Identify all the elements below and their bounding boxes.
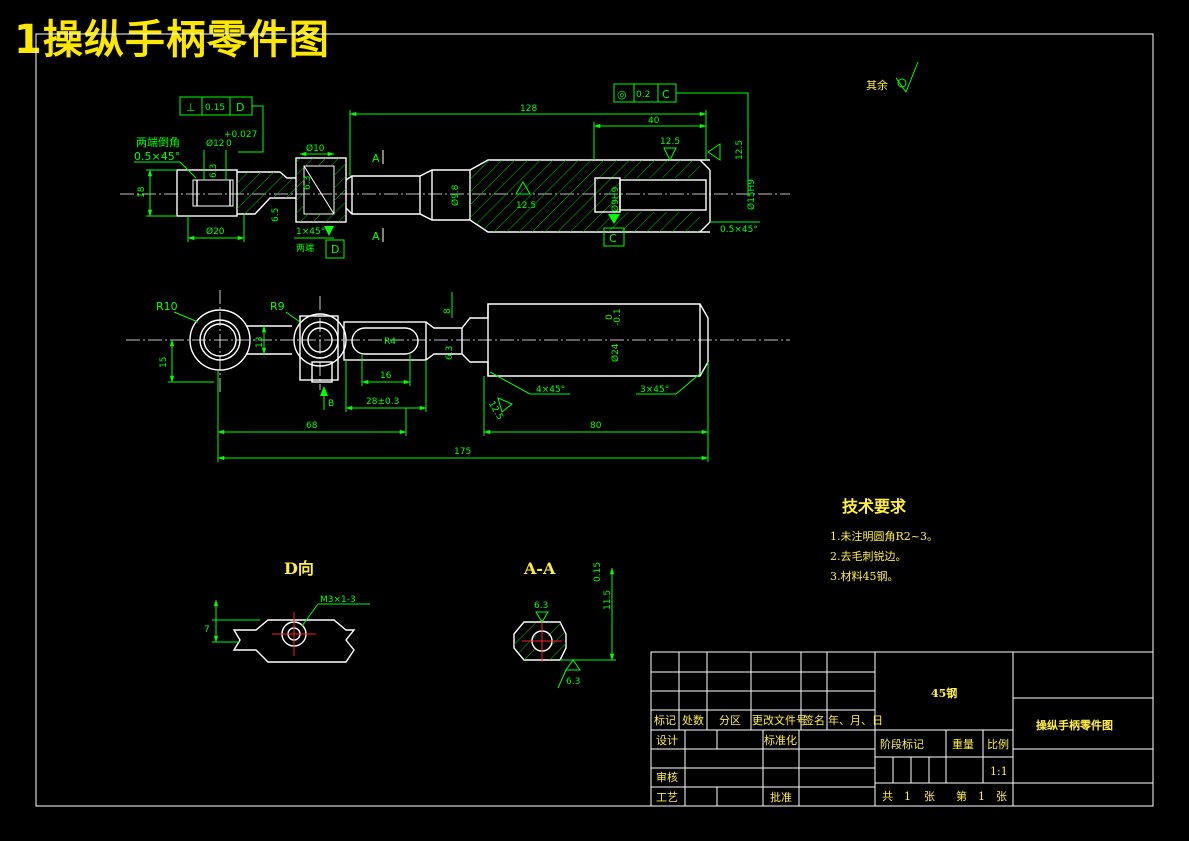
- design-label: 设计: [656, 734, 678, 747]
- dim-11-5: 11.5: [603, 590, 613, 610]
- thread-label: M3×1-3: [320, 595, 356, 605]
- hdr-mark: 标记: [654, 713, 676, 727]
- hdr-count: 处数: [682, 714, 704, 727]
- title-block: 45钢 操纵手柄零件图 标记 处数 分区 更改文件号 签名 年、月、日 设计 标…: [650, 651, 1154, 807]
- dia-12-tol-low: 0: [226, 139, 232, 149]
- radius-r10: R10: [156, 300, 178, 313]
- front-view-dimensions: ⊥ 0.15 D 两端倒角 0.5×45° Ø12 +0.027 0 18 6.…: [134, 83, 760, 259]
- both-ends-note: 两端: [296, 242, 314, 254]
- other-roughness-note: 其余: [866, 61, 919, 94]
- dim-175: 175: [454, 447, 471, 457]
- sheets-unit: 张: [924, 790, 935, 803]
- conc-datum: C: [662, 88, 670, 101]
- chamfer-value-left: 0.5×45°: [134, 150, 180, 163]
- section-mark-a-bottom: A: [372, 230, 380, 243]
- hdr-date: 年、月、日: [828, 713, 883, 727]
- dim-80: 80: [590, 421, 602, 431]
- standardization-label: 标准化: [764, 733, 797, 747]
- other-roughness-label: 其余: [866, 78, 888, 92]
- tol-lower: -0.1: [613, 308, 623, 326]
- top-view-dimensions: R10 R9 R4 15 13 16 28±0.3 68 80 175: [156, 292, 709, 462]
- review-label: 审核: [656, 770, 678, 784]
- perp-value: 0.15: [205, 103, 225, 113]
- conc-value: 0.2: [636, 90, 650, 100]
- dim-18: 18: [137, 186, 147, 198]
- dim-6-5: 6.5: [271, 208, 281, 222]
- conc-symbol: ◎: [617, 88, 627, 101]
- view-d: D向 M3×1-3 7: [204, 559, 370, 663]
- rough-12-5-b: 12.5: [516, 201, 536, 211]
- sheet-no: 1: [978, 790, 985, 803]
- tech-item-2: 2.去毛刺锐边。: [830, 549, 907, 563]
- sheet-no-pre: 第: [956, 789, 967, 803]
- dia-20: Ø20: [206, 226, 225, 237]
- sheet-unit2: 张: [996, 790, 1007, 803]
- process-label: 工艺: [656, 791, 678, 804]
- dia-9-8: Ø9.8: [450, 184, 461, 206]
- hdr-sign: 签名: [803, 713, 825, 727]
- tech-requirements: 技术要求 1.未注明圆角R2~3。 2.去毛刺锐边。 3.材料45钢。: [830, 497, 938, 583]
- tech-item-3: 3.材料45钢。: [830, 569, 899, 583]
- dim-7: 7: [204, 625, 210, 635]
- top-view: [126, 290, 790, 392]
- dia-10: Ø10: [306, 143, 325, 154]
- arrow-b: B: [328, 399, 334, 409]
- section-mark-a-top: A: [372, 152, 380, 165]
- aa-rough-bottom: 6.3: [566, 677, 580, 687]
- dia-24: Ø24: [610, 343, 621, 362]
- tech-heading: 技术要求: [842, 497, 907, 516]
- rough-12-5-c: 12.5: [735, 140, 745, 160]
- dim-6-3b: 6.3: [303, 176, 313, 190]
- view-a-a: A-A 6.3 6.3 11.5 0.15: [513, 559, 616, 689]
- dim-68: 68: [306, 421, 318, 431]
- stage-mark-label: 阶段标记: [880, 737, 924, 751]
- chamfer-4x45: 4×45°: [536, 385, 565, 395]
- tol-upper: 0: [605, 314, 615, 320]
- view-aa-label: A-A: [523, 559, 556, 578]
- drawing-border: [35, 33, 1154, 807]
- rough-12-5-a: 12.5: [660, 137, 680, 147]
- rough-6-3-top: 6.3: [445, 346, 455, 360]
- perp-symbol: ⊥: [186, 101, 196, 114]
- page-title: 1操纵手柄零件图: [14, 17, 330, 63]
- part-name: 操纵手柄零件图: [1036, 718, 1113, 732]
- front-view: A A: [120, 150, 790, 243]
- dim-40: 40: [648, 116, 660, 126]
- chamfer-1x45: 1×45°: [296, 227, 325, 237]
- dia-12-tol-up: +0.027: [224, 130, 257, 140]
- hdr-zone: 分区: [719, 714, 741, 727]
- rough-6-3: 6.3: [209, 164, 219, 178]
- dim-128: 128: [520, 104, 537, 114]
- dia-9-h9: Ø9H9: [610, 186, 621, 212]
- approve-label: 批准: [770, 790, 792, 804]
- dim-13: 13: [255, 337, 265, 348]
- datum-c: C: [609, 232, 617, 245]
- sheets-total-pre: 共: [882, 790, 893, 803]
- scale-value: 1:1: [990, 765, 1008, 778]
- perp-datum: D: [236, 101, 244, 114]
- chamfer-note: 两端倒角: [136, 136, 180, 149]
- radius-r9: R9: [270, 300, 285, 313]
- dia-12: Ø12: [206, 138, 225, 149]
- weight-label: 重量: [952, 737, 974, 751]
- dim-15: 15: [159, 357, 169, 368]
- tech-item-1: 1.未注明圆角R2~3。: [830, 529, 938, 543]
- dim-8: 8: [443, 308, 453, 314]
- datum-d: D: [331, 243, 339, 256]
- view-d-label: D向: [284, 559, 314, 578]
- dim-tol: 0.15: [593, 562, 603, 582]
- dia-15-h9: Ø15H9: [746, 179, 757, 210]
- radius-r4: R4: [384, 337, 396, 347]
- sheets-total: 1: [904, 790, 911, 803]
- dim-28: 28±0.3: [366, 397, 399, 407]
- hdr-change-doc: 更改文件号: [752, 713, 807, 727]
- material-value: 45钢: [931, 686, 957, 700]
- dim-16: 16: [380, 371, 392, 381]
- chamfer-3x45: 3×45°: [640, 385, 669, 395]
- chamfer-end: 0.5×45°: [720, 225, 758, 235]
- scale-label: 比例: [987, 737, 1009, 751]
- aa-rough-top: 6.3: [534, 601, 548, 611]
